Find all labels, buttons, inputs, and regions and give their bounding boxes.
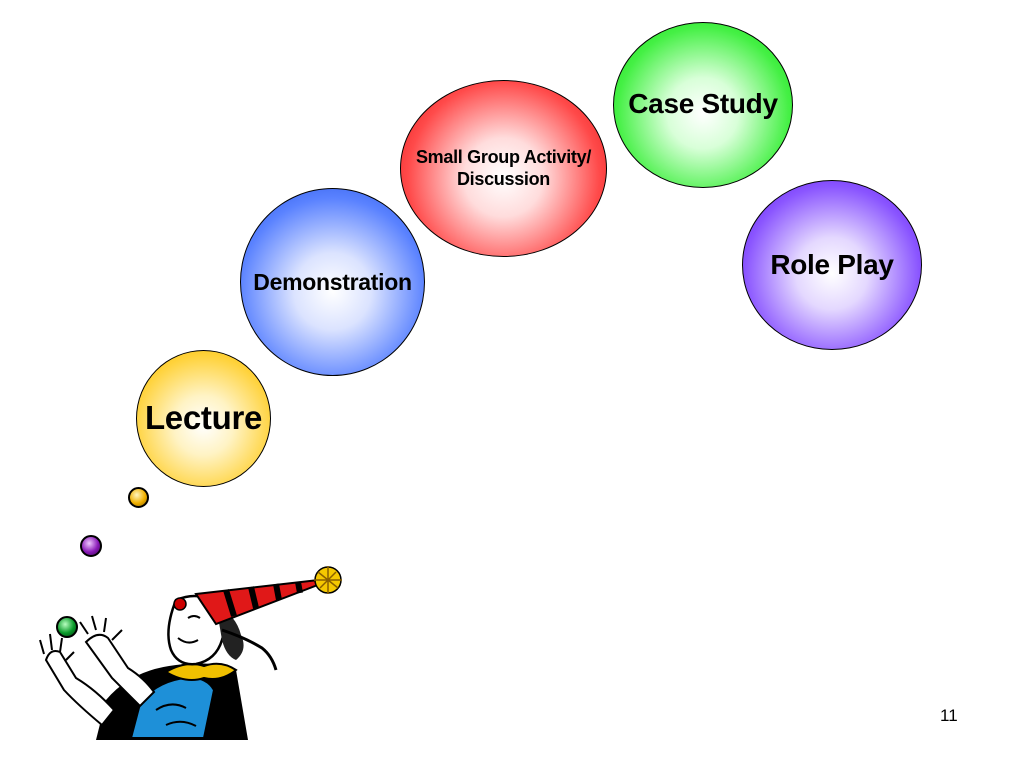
small-group-bubble: Small Group Activity/ Discussion bbox=[400, 80, 607, 257]
demonstration-label: Demonstration bbox=[253, 268, 412, 295]
juggling-ball-purple bbox=[80, 535, 102, 557]
case-study-bubble: Case Study bbox=[613, 22, 793, 188]
role-play-bubble: Role Play bbox=[742, 180, 922, 350]
lecture-bubble: Lecture bbox=[136, 350, 271, 487]
small-group-label-line2: Discussion bbox=[456, 168, 550, 189]
juggling-ball-yellow bbox=[128, 487, 149, 508]
case-study-label: Case Study bbox=[628, 88, 778, 119]
role-play-label: Role Play bbox=[770, 248, 894, 280]
clown-juggler-illustration bbox=[39, 566, 342, 740]
page-number: 11 bbox=[940, 706, 958, 725]
juggling-ball-green bbox=[56, 616, 78, 638]
small-group-label-line1: Small Group Activity/ bbox=[415, 146, 592, 167]
demonstration-bubble: Demonstration bbox=[240, 188, 425, 376]
lecture-label: Lecture bbox=[144, 399, 263, 437]
